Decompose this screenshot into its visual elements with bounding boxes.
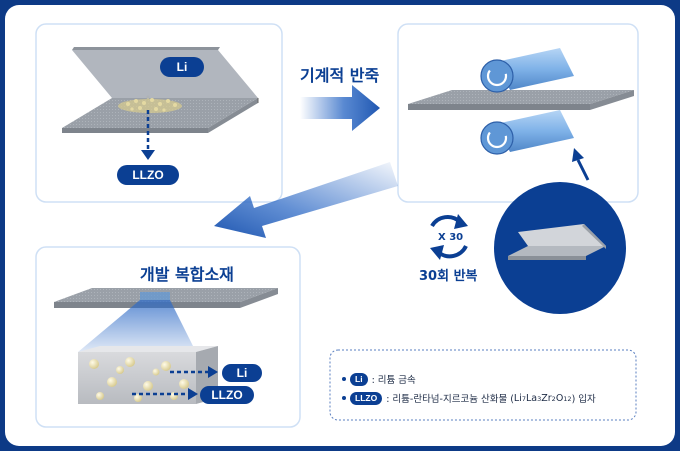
- arrow-down-left: [214, 162, 398, 238]
- legend-llzo-text-suffix: ) 입자: [571, 394, 596, 405]
- panel-deposition: [35, 23, 283, 203]
- folding-step-circle: [494, 182, 626, 314]
- formula-li-sub: 7: [521, 394, 526, 403]
- llzo-label-bottom: LLZO: [200, 386, 254, 404]
- llzo-particle-cluster: [118, 95, 182, 113]
- formula-zr-sub: 2: [551, 394, 556, 403]
- top-roller: [480, 48, 574, 93]
- panel-composite: [35, 246, 301, 428]
- formula-o-sub: 12: [563, 394, 572, 403]
- li-label-top: Li: [160, 57, 204, 77]
- li-label-bottom: Li: [222, 364, 262, 382]
- formula-li: Li: [513, 392, 522, 404]
- legend-box: [329, 349, 637, 421]
- legend-llzo-text-prefix: : 리튬-란타넘-지르코늄 산화물 (: [386, 394, 514, 405]
- bullet-icon: [342, 396, 346, 400]
- repeat-cycle-icon: [430, 214, 468, 260]
- formula-o: O: [555, 392, 564, 404]
- bottom-roller: [480, 110, 574, 155]
- panel-rolling: [397, 23, 639, 203]
- legend-row-li: Li : 리튬 금속: [342, 372, 416, 386]
- arrow-right: [300, 85, 380, 131]
- bullet-icon: [342, 377, 346, 381]
- repeat-label: 30회 반복: [419, 269, 478, 284]
- legend-llzo-badge: LLZO: [350, 391, 383, 405]
- arrow-up-to-rollers: [572, 148, 590, 181]
- formula-zr: Zr: [541, 392, 552, 404]
- step-mechanical-pressing: 기계적 반죽: [300, 66, 380, 85]
- formula-la: La: [525, 392, 538, 404]
- llzo-particles: [89, 357, 189, 402]
- legend-li-badge: Li: [350, 372, 368, 386]
- composite-title: 개발 복합소재: [140, 265, 234, 284]
- llzo-label-top: LLZO: [117, 165, 179, 185]
- formula-la-sub: 3: [537, 394, 542, 403]
- legend-li-text: : 리튬 금속: [371, 375, 416, 386]
- repeat-count: X 30: [438, 232, 464, 243]
